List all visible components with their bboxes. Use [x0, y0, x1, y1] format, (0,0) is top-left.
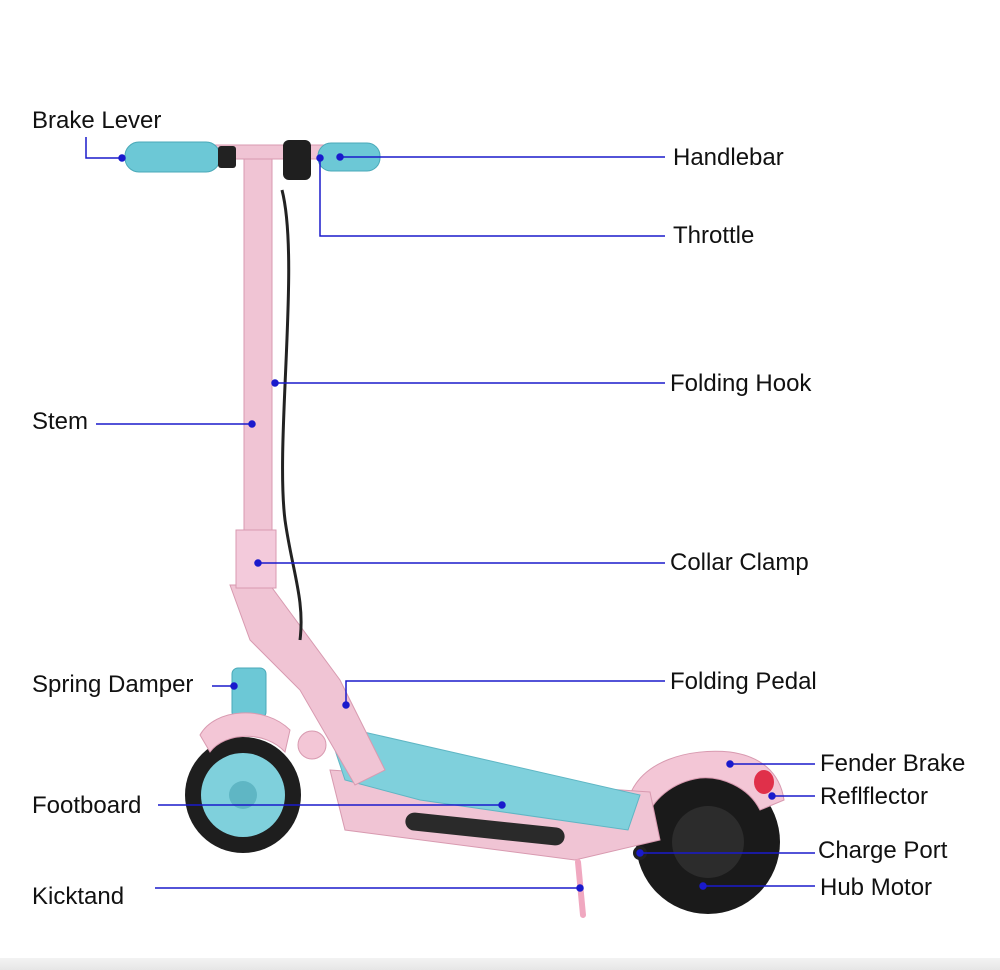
front-wheel [185, 737, 301, 853]
rear-fender [627, 750, 785, 821]
brake-cable [280, 189, 303, 641]
label-reflector: Reflflector [820, 783, 929, 810]
reflector-light [754, 770, 774, 794]
label-throttle: Throttle [673, 222, 755, 249]
label-stem: Stem [32, 408, 89, 435]
front-neck [229, 584, 386, 786]
label-spring-damper: Spring Damper [32, 671, 194, 698]
label-hub-motor: Hub Motor [820, 874, 933, 901]
folding-pedal-hinge [297, 730, 327, 760]
left-bar-end [218, 146, 236, 168]
label-fender-brake: Fender Brake [820, 750, 966, 777]
deck-side-trim [405, 812, 565, 846]
front-fender [199, 712, 291, 754]
label-brake-lever: Brake Lever [32, 107, 162, 134]
leader-folding-pedal [345, 680, 665, 705]
label-footboard: Footboard [32, 792, 142, 819]
label-handlebar: Handlebar [673, 144, 784, 171]
leader-throttle [319, 158, 665, 237]
label-folding-hook: Folding Hook [670, 370, 812, 397]
label-kickstand: Kicktand [32, 883, 125, 910]
rear-wheel [636, 770, 780, 914]
collar-clamp-part [235, 529, 277, 589]
leader-brake-lever [85, 137, 122, 159]
label-collar-clamp: Collar Clamp [670, 549, 809, 576]
label-charge-port: Charge Port [818, 837, 948, 864]
label-folding-pedal: Folding Pedal [670, 668, 817, 695]
floor-shadow [0, 958, 1000, 970]
throttle-block [283, 140, 311, 180]
